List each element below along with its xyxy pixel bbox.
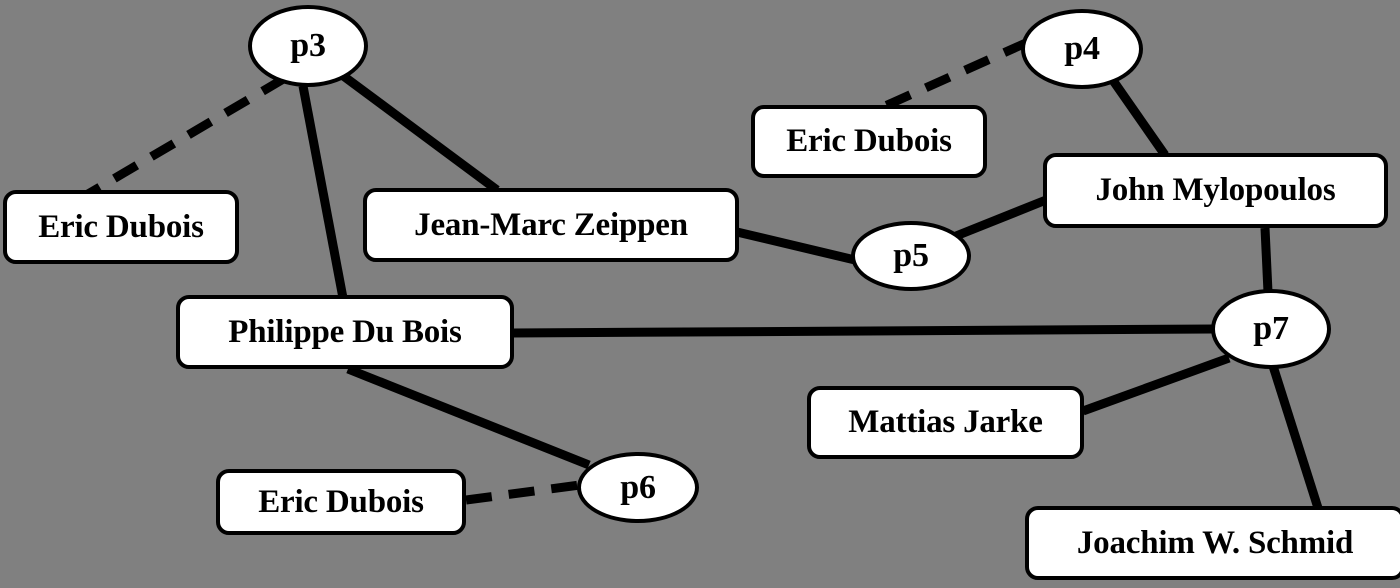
author-node-a5[interactable]: John Mylopoulos	[1043, 153, 1388, 228]
edge-a2-p5	[735, 227, 857, 265]
node-label: p7	[1253, 310, 1289, 347]
paper-node-p5[interactable]: p5	[851, 221, 971, 291]
edge-p7-a8	[1268, 364, 1323, 510]
node-label: Jean-Marc Zeippen	[414, 206, 688, 243]
node-label: p6	[620, 468, 656, 506]
node-label: Philippe Du Bois	[228, 313, 462, 350]
author-node-a1[interactable]: Eric Dubois	[3, 190, 239, 264]
edge-p5-a5	[954, 195, 1048, 241]
node-label: John Mylopoulos	[1095, 172, 1336, 208]
node-label: p4	[1064, 30, 1100, 67]
edge-a3-p6	[346, 364, 591, 470]
node-label: p5	[893, 237, 929, 274]
edge-a5-p7	[1260, 227, 1273, 293]
author-node-a7[interactable]: Eric Dubois	[216, 469, 466, 535]
paper-node-p6[interactable]: p6	[577, 452, 699, 523]
edge-a6-p7	[1081, 353, 1231, 416]
author-node-a8[interactable]: Joachim W. Schmid	[1025, 506, 1400, 580]
node-label: Eric Dubois	[258, 483, 424, 520]
author-node-a4[interactable]: Eric Dubois	[751, 105, 987, 178]
node-label: Eric Dubois	[786, 123, 952, 159]
paper-node-p4[interactable]: p4	[1021, 9, 1143, 89]
edge-p3-a1	[85, 74, 288, 198]
edge-p4-a4	[881, 37, 1030, 112]
author-node-a2[interactable]: Jean-Marc Zeippen	[363, 188, 739, 262]
node-label: Eric Dubois	[38, 208, 204, 245]
paper-node-p3[interactable]: p3	[248, 5, 368, 87]
edge-p3-a2	[335, 68, 500, 194]
node-label: Joachim W. Schmid	[1076, 524, 1354, 561]
node-label: Mattias Jarke	[848, 404, 1043, 440]
edge-a7-p6	[465, 480, 581, 505]
paper-node-p7[interactable]: p7	[1211, 289, 1331, 369]
author-node-a6[interactable]: Mattias Jarke	[807, 386, 1084, 459]
author-node-a3[interactable]: Philippe Du Bois	[176, 295, 514, 369]
node-label: p3	[290, 27, 326, 64]
edge-p3-a3	[298, 85, 348, 299]
edge-p4-a5	[1108, 76, 1169, 158]
edge-a3-p7	[512, 324, 1214, 338]
